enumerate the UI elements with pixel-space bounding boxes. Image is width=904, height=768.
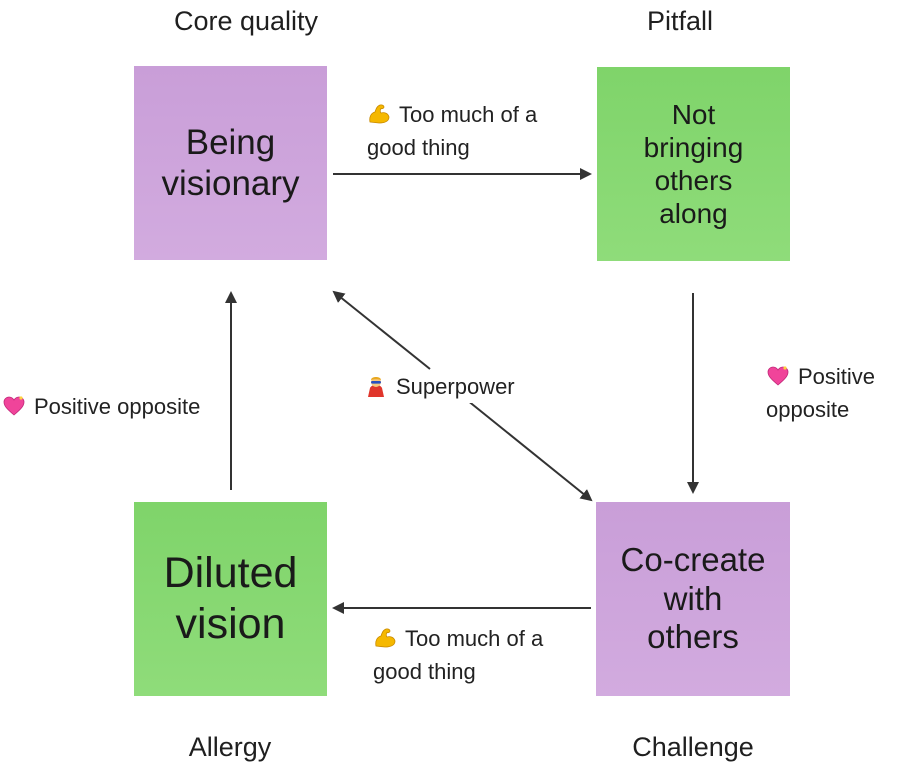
superhero-icon xyxy=(368,377,384,397)
pitfall-label: Pitfall xyxy=(646,6,714,36)
edge-label-top: Too much of a good thing xyxy=(367,98,537,164)
arrow-diagonal-to-core xyxy=(332,290,431,370)
heart-icon xyxy=(767,366,789,386)
edge-label-diagonal: Superpower xyxy=(360,370,519,403)
edge-label-right-text: Positive opposite xyxy=(766,364,876,422)
challenge-note[interactable]: Co-create with others xyxy=(596,502,790,696)
allergy-note-text: Diluted vision xyxy=(163,549,298,648)
heart-icon xyxy=(3,396,25,416)
allergy-label: Allergy xyxy=(188,732,272,762)
pitfall-note-text: Not bringing others along xyxy=(643,98,744,230)
challenge-note-text: Co-create with others xyxy=(620,540,766,656)
flexed-biceps-icon xyxy=(375,628,396,648)
core-quality-note-text: Being visionary xyxy=(161,122,300,203)
arrow-diagonal-to-challenge xyxy=(461,395,593,502)
edge-label-diagonal-text: Superpower xyxy=(396,374,515,399)
core-quality-label: Core quality xyxy=(173,6,319,36)
edge-label-right: Positive opposite xyxy=(766,360,875,426)
edge-label-bottom-text: Too much of a good thing xyxy=(373,626,544,684)
edge-label-top-text: Too much of a good thing xyxy=(367,102,538,160)
pitfall-note[interactable]: Not bringing others along xyxy=(597,67,790,261)
flexed-biceps-icon xyxy=(369,104,390,124)
core-quality-note[interactable]: Being visionary xyxy=(134,66,327,260)
challenge-label: Challenge xyxy=(632,732,754,762)
edge-label-left: Positive opposite xyxy=(2,390,200,423)
edge-label-left-text: Positive opposite xyxy=(34,394,201,419)
allergy-note[interactable]: Diluted vision xyxy=(134,502,327,696)
edge-label-bottom: Too much of a good thing xyxy=(373,622,543,688)
